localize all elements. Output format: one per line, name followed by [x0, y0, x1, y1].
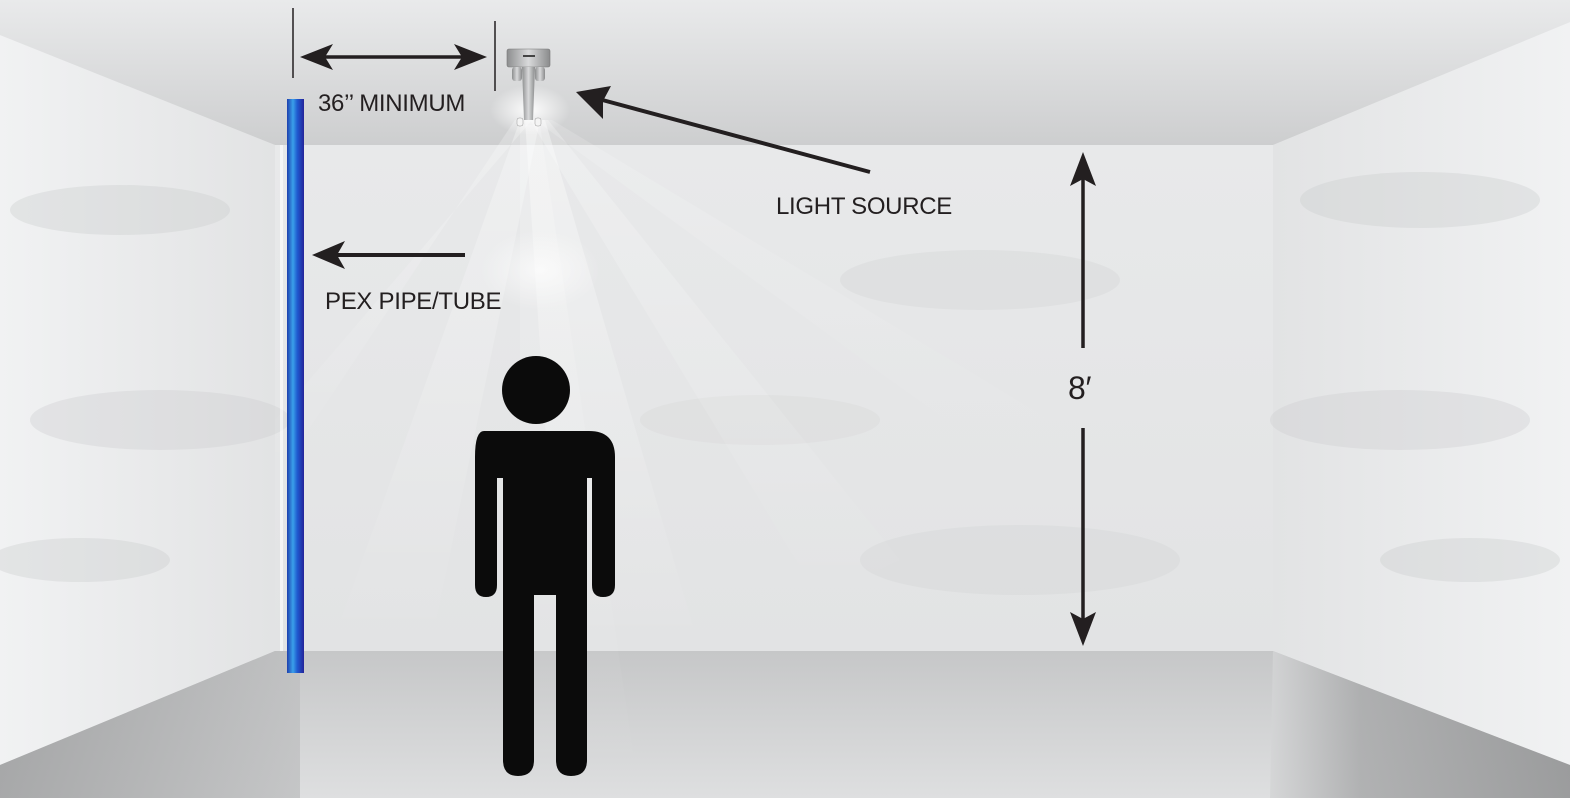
pex-pipe-arrow: [312, 241, 465, 269]
ceiling-height-label: 8′: [1068, 370, 1092, 406]
light-source-label: LIGHT SOURCE: [776, 193, 952, 220]
minimum-distance-label: 36’’ MINIMUM: [318, 90, 466, 117]
right-wall: [1273, 22, 1570, 765]
ceiling: [0, 0, 1570, 145]
floor-right-shadow: [1270, 651, 1570, 798]
light-source-arrow: [576, 86, 871, 174]
pex-pipe: [287, 99, 304, 673]
person-silhouette-icon: [475, 356, 615, 776]
wall-texture: [0, 172, 1560, 595]
floor-left-shadow: [0, 651, 300, 798]
left-wall: [0, 35, 275, 765]
pipe-highlight: [280, 145, 283, 651]
floor: [0, 651, 1570, 798]
pex-pipe-label: PEX PIPE/TUBE: [325, 288, 502, 315]
dimension-8ft: [1070, 152, 1096, 646]
dimension-36-minimum: [292, 8, 496, 91]
light-fixture-icon: [506, 48, 551, 127]
light-rays: [275, 85, 1050, 798]
